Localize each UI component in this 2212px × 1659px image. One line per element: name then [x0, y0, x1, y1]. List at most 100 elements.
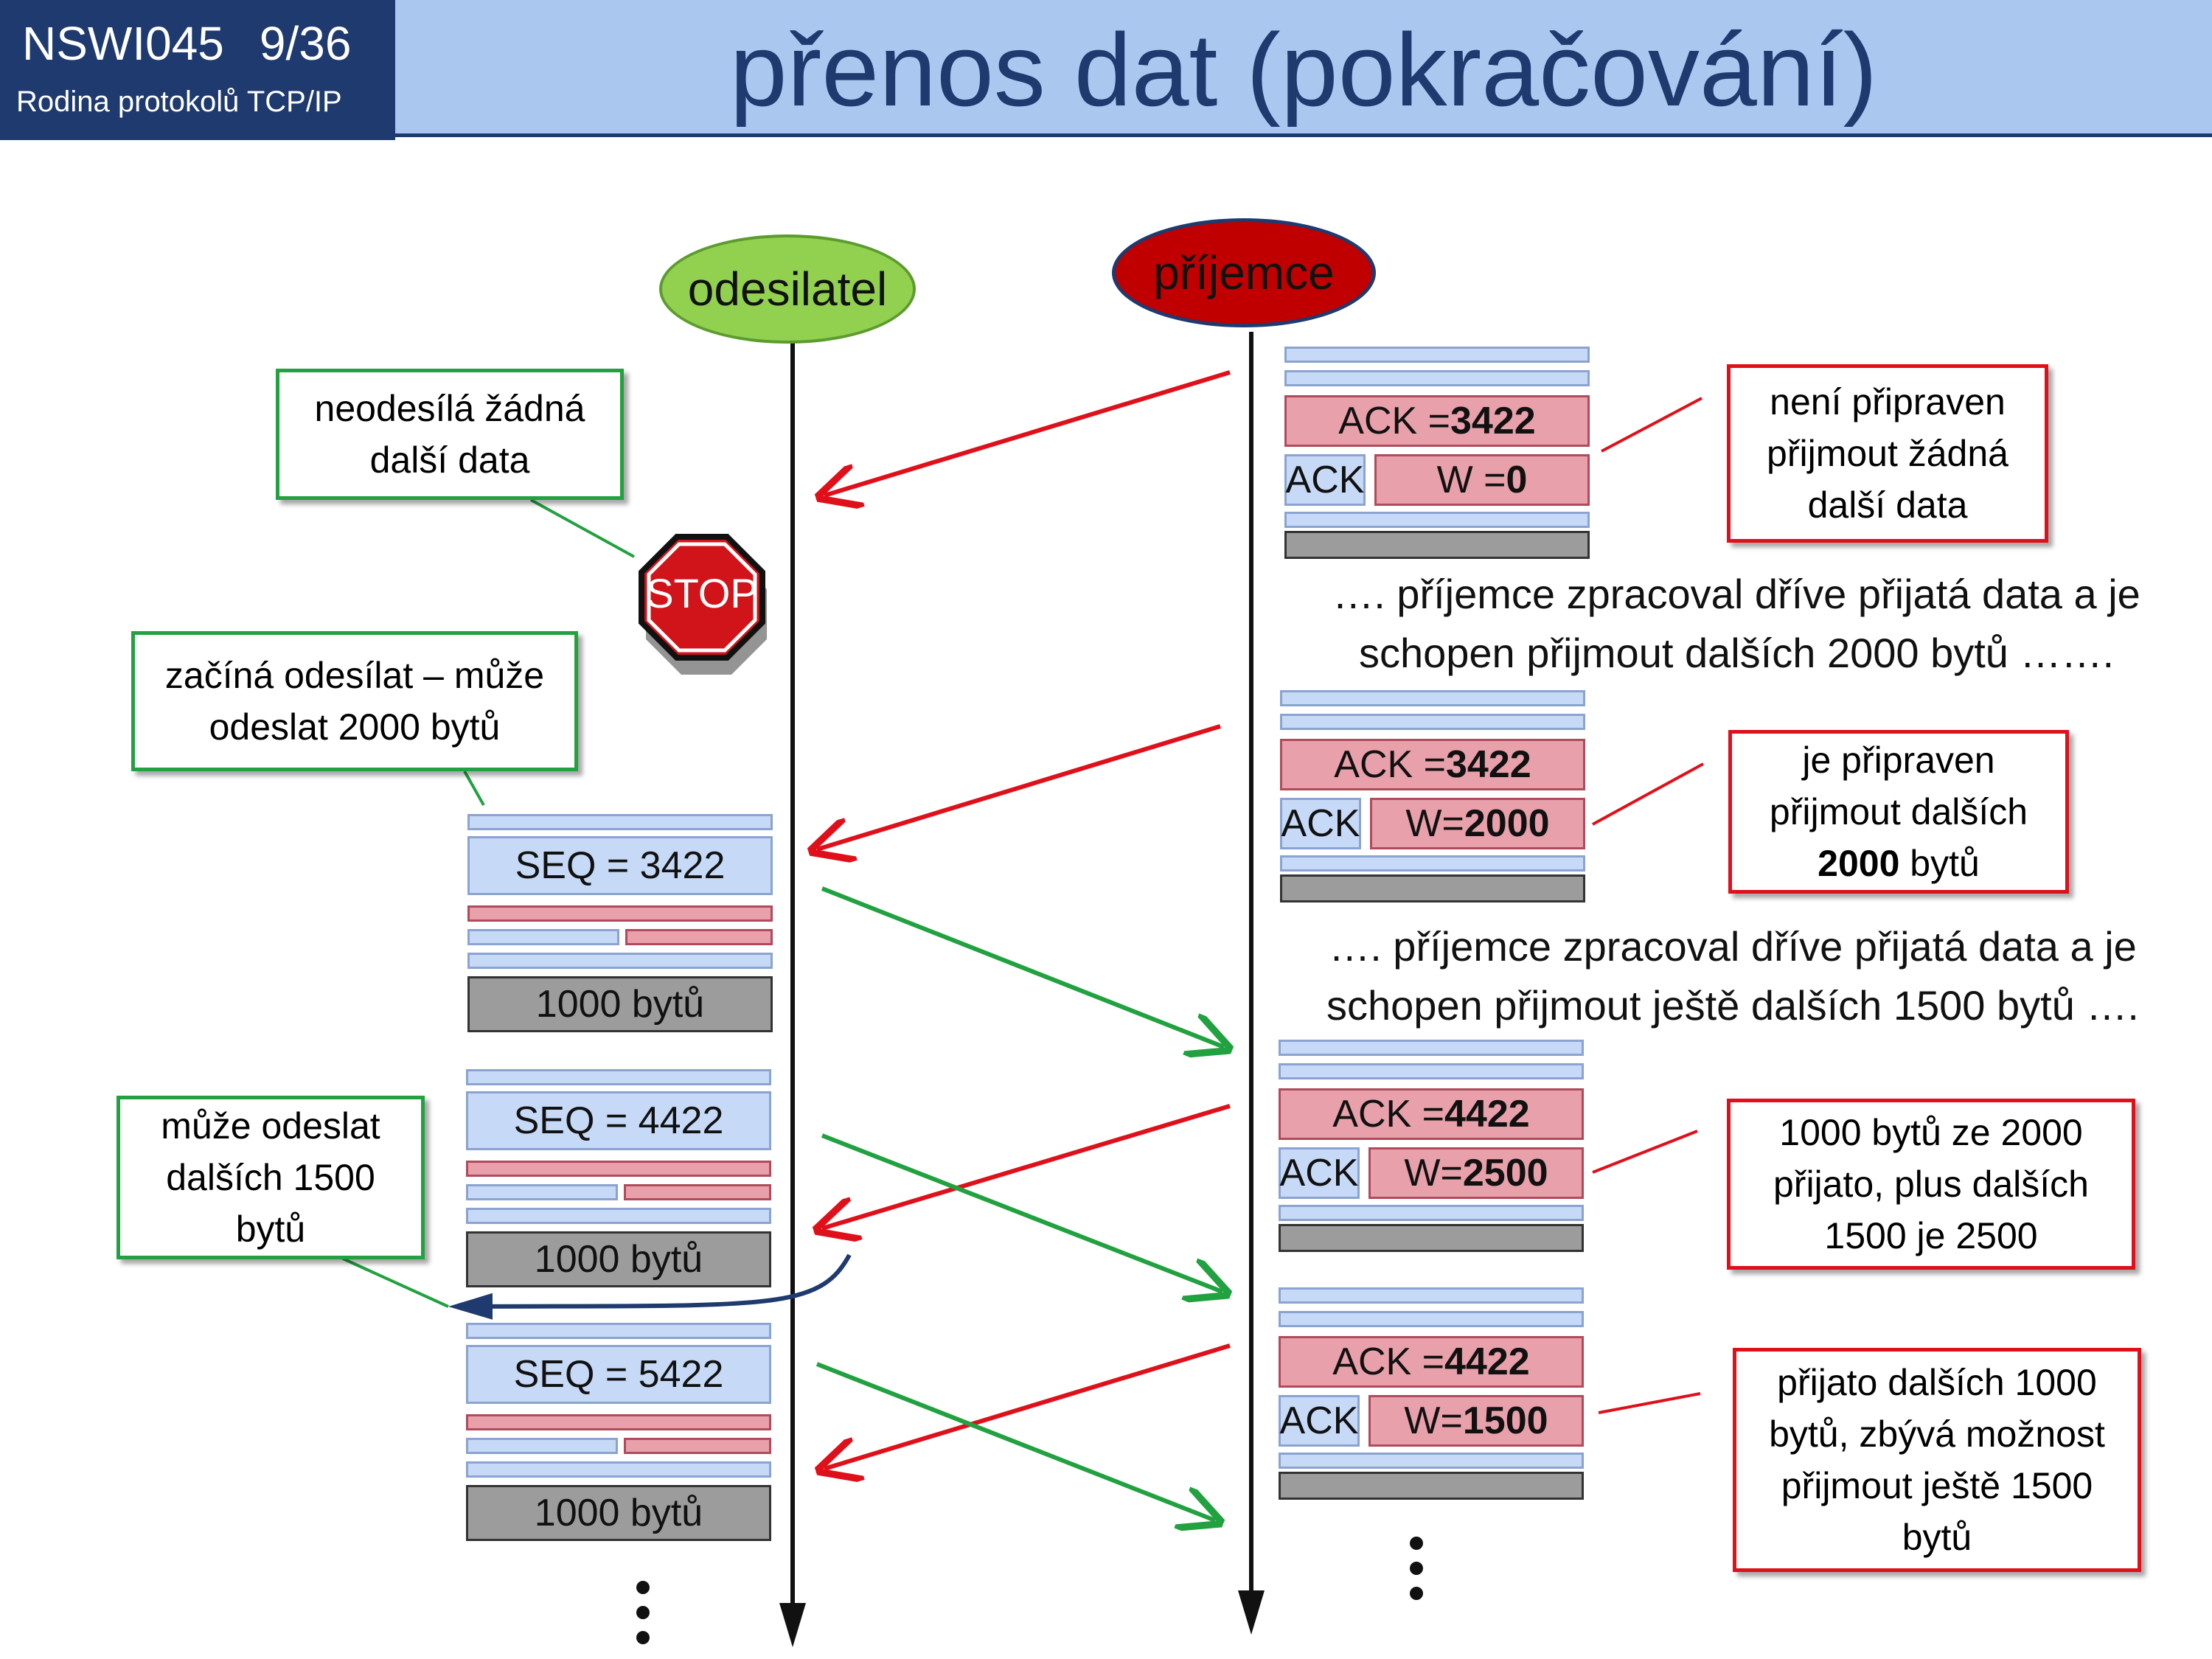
header-field	[1280, 714, 1585, 730]
continuation-dot	[1410, 1562, 1423, 1575]
note-text: přijato dalších 1000 bytů, zbývá možnost…	[1769, 1362, 2105, 1558]
payload-field	[1279, 1472, 1584, 1500]
sender-actor: odesilatel	[659, 234, 916, 344]
seq-field: SEQ = 5422	[466, 1345, 771, 1404]
callout-line	[463, 771, 485, 806]
header-field	[1279, 1040, 1584, 1056]
header-field	[466, 1438, 618, 1454]
window-label: W=	[1404, 1399, 1463, 1442]
window-value: 0	[1506, 459, 1528, 501]
ack-label: ACK =	[1332, 1093, 1445, 1135]
window-field	[625, 929, 773, 945]
note-sender-more: může odeslat dalších 1500 bytů	[116, 1096, 425, 1259]
mid-text: …. příjemce zpracoval dříve přijatá data…	[1326, 923, 2139, 1029]
ack-number-field: ACK = 4422	[1279, 1088, 1584, 1140]
window-value: 2000	[1464, 802, 1550, 845]
header-field	[466, 1184, 618, 1200]
header-field	[1280, 690, 1585, 706]
window-field	[624, 1438, 771, 1454]
header-field	[1284, 370, 1590, 386]
continuation-dot	[1410, 1537, 1423, 1550]
window-field	[624, 1184, 771, 1200]
payload-field	[1284, 531, 1590, 559]
ack-segment: ACK = 4422 ACK W=2500	[1279, 1040, 1584, 1252]
payload-field	[1279, 1224, 1584, 1252]
ack-value: 3422	[1450, 400, 1536, 442]
ack-label: ACK =	[1338, 400, 1451, 442]
header-field	[466, 1461, 771, 1478]
note-text: může odeslat dalších 1500 bytů	[161, 1105, 380, 1250]
ack-flag-field: ACK	[1284, 454, 1366, 506]
ack-field	[466, 1161, 771, 1177]
header-field	[1284, 512, 1590, 528]
mid-text-1: …. příjemce zpracoval dříve přijatá data…	[1253, 565, 2212, 683]
data-arrow	[815, 1362, 1215, 1520]
header-field	[467, 814, 773, 830]
course-code: NSWI045	[22, 17, 224, 70]
header-field	[466, 1069, 771, 1085]
note-sender-starts: začíná odesílat – může odeslat 2000 bytů	[131, 631, 578, 771]
note-text: začíná odesílat – může odeslat 2000 bytů	[164, 655, 545, 748]
title-bar: přenos dat (pokračování)	[395, 0, 2212, 137]
note-text: 1000 bytů ze 2000 přijato, plus dalších …	[1773, 1112, 2089, 1256]
payload-field	[1280, 874, 1585, 902]
window-value: 2500	[1462, 1152, 1548, 1194]
header-field	[467, 929, 619, 945]
header-field	[1284, 347, 1590, 363]
header-field	[1280, 855, 1585, 872]
ack-segment: ACK = 3422 ACK W = 0	[1284, 347, 1590, 559]
header-field	[466, 1323, 771, 1339]
header-field	[1279, 1205, 1584, 1221]
header-field	[1279, 1287, 1584, 1304]
window-field: W=2000	[1370, 798, 1585, 849]
continuation-dot	[1410, 1587, 1423, 1600]
ack-arrow	[817, 724, 1221, 849]
ack-flag-field: ACK	[1279, 1147, 1360, 1199]
window-field: W=1500	[1368, 1395, 1584, 1447]
mid-text: …. příjemce zpracoval dříve přijatá data…	[1332, 571, 2140, 676]
continuation-dot	[636, 1631, 650, 1644]
note-text: není připraven přijmout žádná další data	[1767, 381, 2008, 526]
mid-text-2: …. příjemce zpracoval dříve přijatá data…	[1253, 917, 2212, 1035]
continuation-dot	[636, 1581, 650, 1594]
ack-arrow	[824, 1343, 1231, 1469]
ack-label: ACK =	[1332, 1340, 1445, 1383]
ack-field	[466, 1414, 771, 1430]
payload-field: 1000 bytů	[467, 976, 773, 1032]
callout-line	[1598, 1392, 1701, 1414]
ack-arrow	[822, 1104, 1231, 1228]
callout-line	[1601, 397, 1703, 453]
header-field	[1279, 1453, 1584, 1469]
ack-number-field: ACK = 3422	[1280, 739, 1585, 790]
ack-segment: ACK = 4422 ACK W=1500	[1279, 1287, 1584, 1500]
ack-number-field: ACK = 4422	[1279, 1336, 1584, 1388]
slide-number: 9/36	[259, 17, 352, 70]
note-receiver-not-ready: není připraven přijmout žádná další data	[1727, 364, 2048, 543]
header-field	[1279, 1063, 1584, 1079]
window-value: 1500	[1462, 1399, 1548, 1442]
window-label: W =	[1436, 459, 1506, 501]
receiver-actor: příjemce	[1112, 218, 1376, 327]
page-title: přenos dat (pokračování)	[729, 12, 1878, 128]
data-arrow	[821, 886, 1224, 1047]
ack-value: 4422	[1444, 1340, 1530, 1383]
ack-arrow	[824, 370, 1231, 495]
note-receiver-received: 1000 bytů ze 2000 přijato, plus dalších …	[1727, 1099, 2135, 1270]
callout-line	[342, 1257, 449, 1308]
note-text: je připraven přijmout dalších 2000 bytů	[1770, 734, 2028, 889]
window-update-arrow	[448, 1253, 852, 1320]
note-text-part: je připraven přijmout dalších	[1769, 740, 2028, 832]
ack-number-field: ACK = 3422	[1284, 395, 1590, 447]
window-field: W=2500	[1368, 1147, 1584, 1199]
header-field	[466, 1208, 771, 1224]
data-segment: SEQ = 3422 1000 bytů	[467, 814, 773, 1032]
header-field	[1279, 1311, 1584, 1327]
window-label: W=	[1404, 1152, 1463, 1194]
callout-line	[1592, 1130, 1698, 1174]
window-field: W = 0	[1374, 454, 1590, 506]
data-arrow	[821, 1133, 1222, 1292]
note-text-part: bytů	[1899, 843, 1980, 884]
callout-line	[1592, 762, 1704, 826]
